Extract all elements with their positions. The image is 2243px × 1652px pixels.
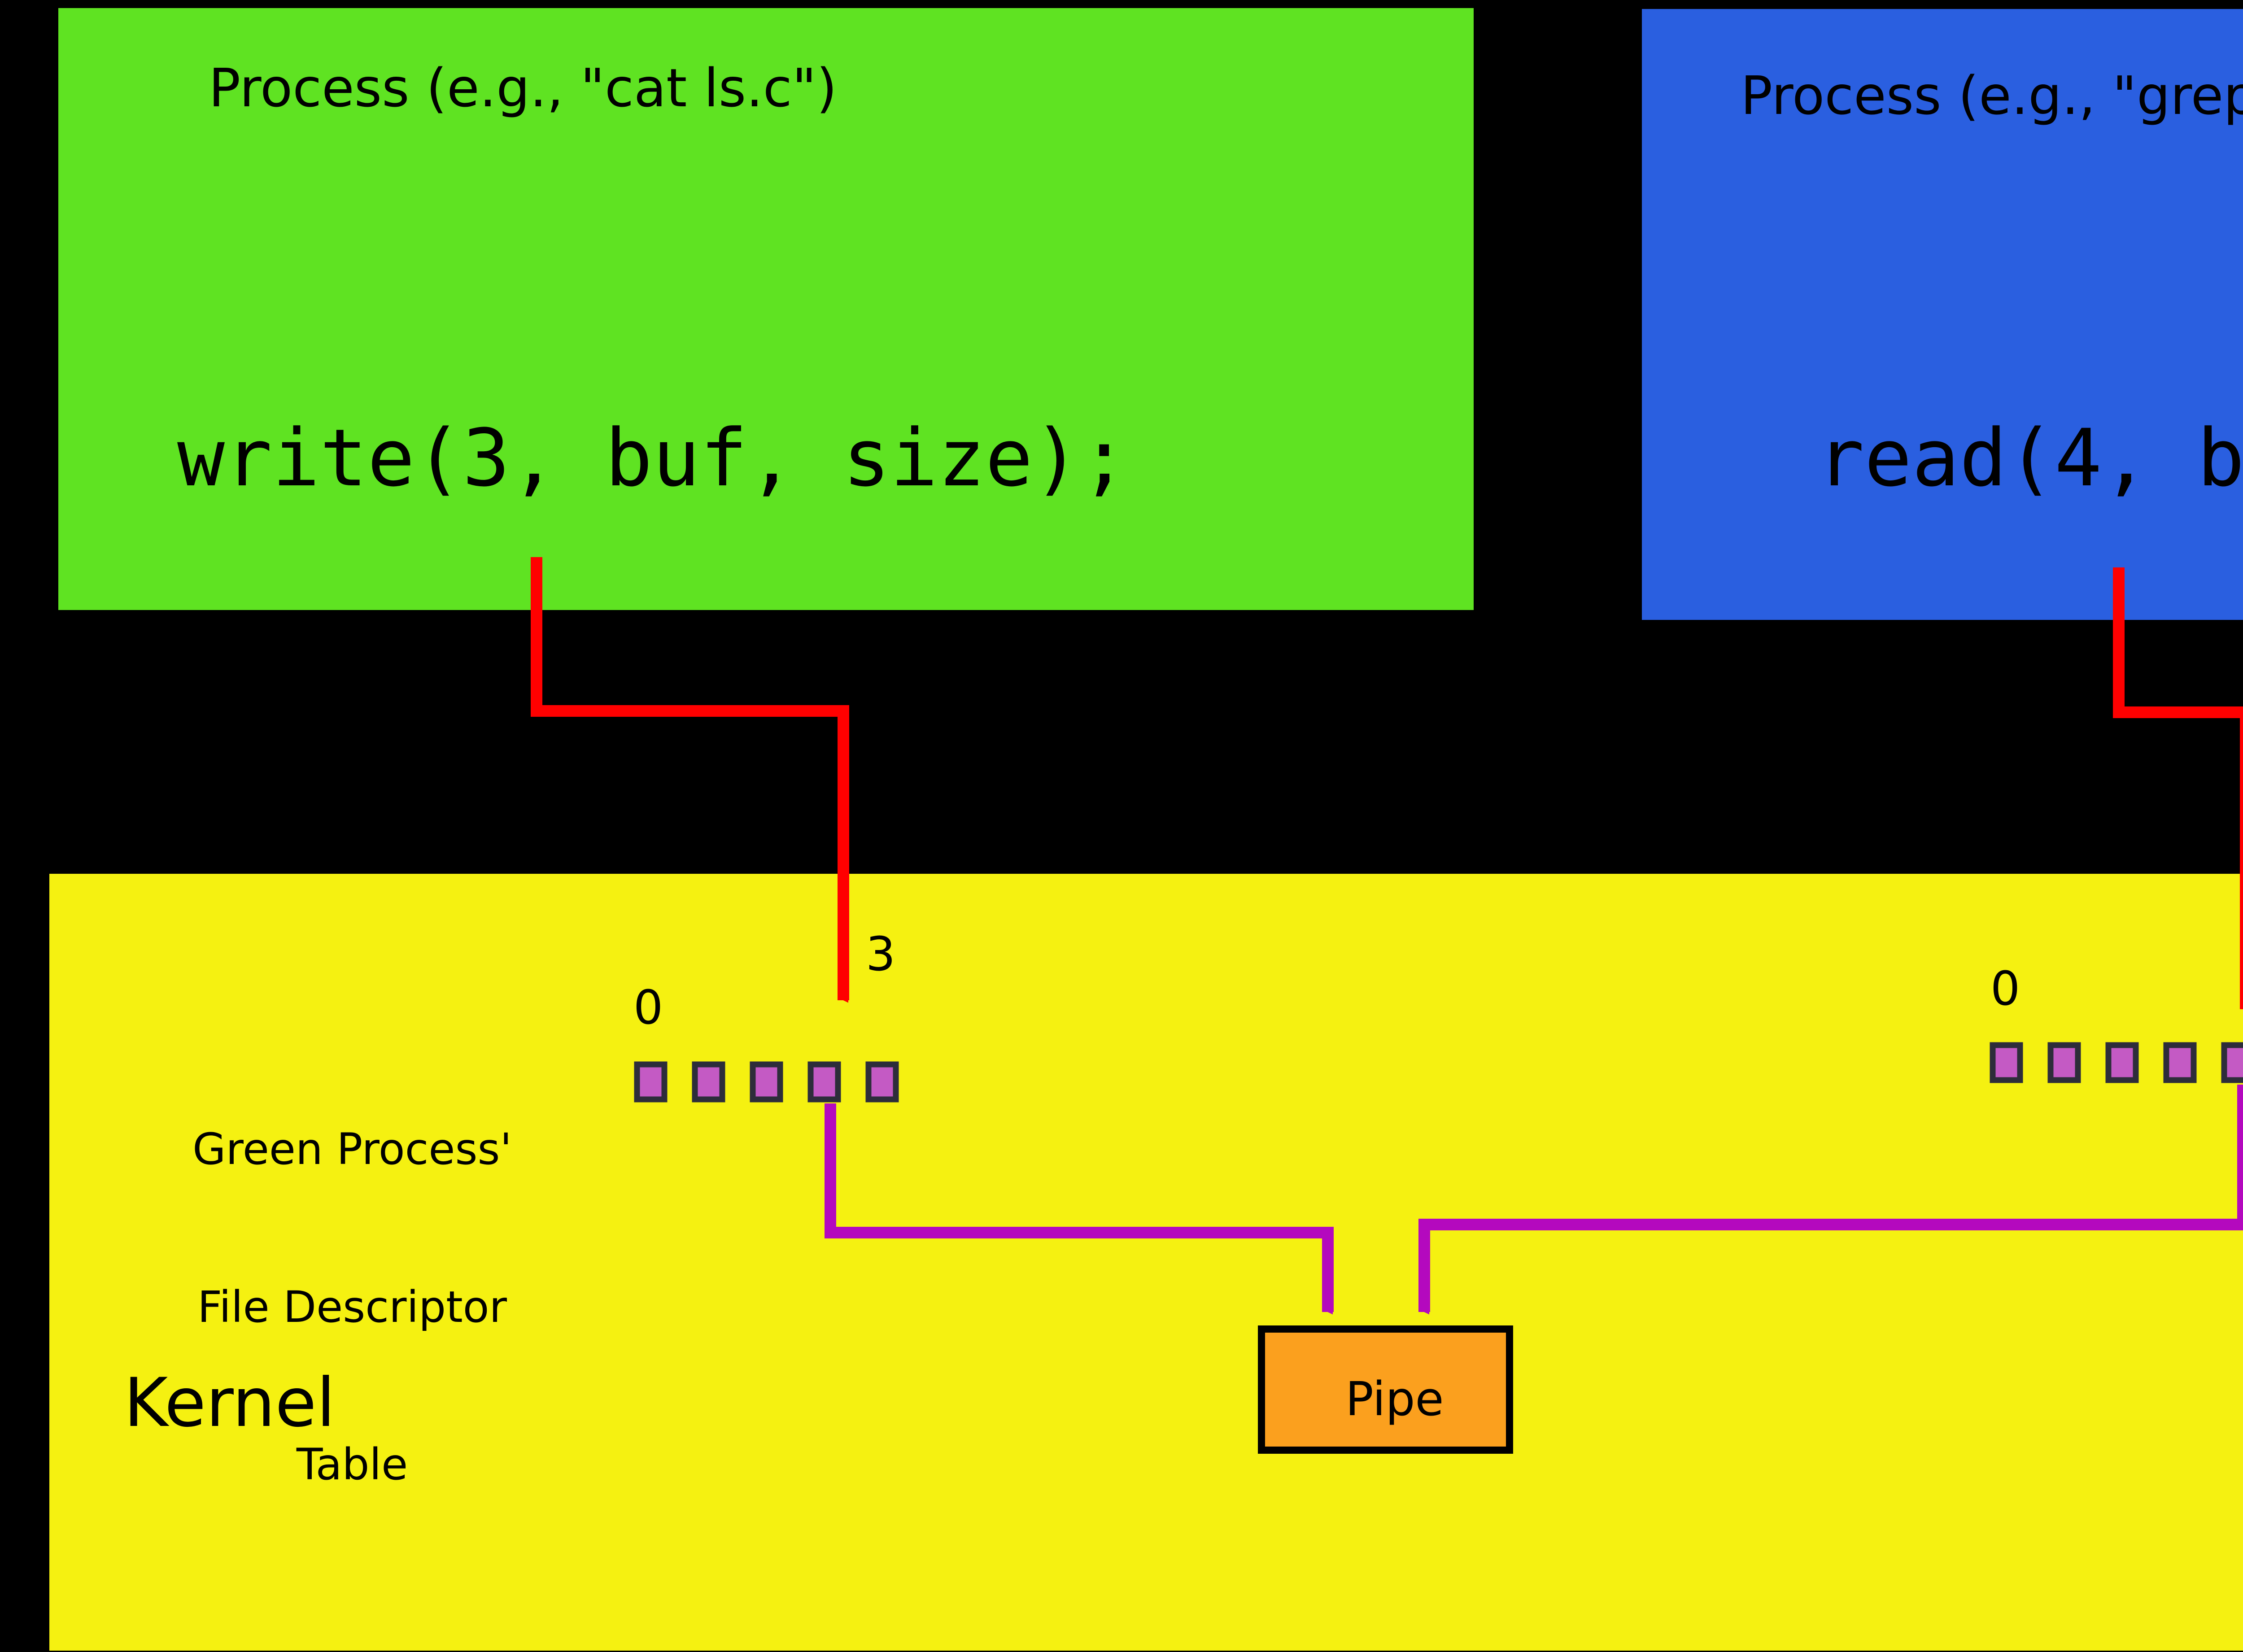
left-fd-cell-4[interactable]	[865, 1061, 899, 1103]
left-fd-cell-2[interactable]	[750, 1061, 783, 1103]
pipe-label-wrap: Pipe	[1261, 1367, 1510, 1431]
right-fd-cell-2[interactable]	[2105, 1042, 2139, 1083]
right-fd-cell-1[interactable]	[2047, 1042, 2081, 1083]
write-syscall-arrow	[531, 557, 849, 1003]
kernel-box	[49, 874, 2243, 1651]
blue-process-box	[1642, 9, 2243, 620]
left-fd-cell-0[interactable]	[634, 1061, 668, 1103]
blue-process-code: read(4, buf, size);	[1817, 412, 2243, 504]
left-fd-table	[634, 1061, 899, 1103]
right-fd-start-index-label: 0	[1990, 961, 2020, 1016]
right-fd-to-pipe-arrow	[1418, 1085, 2243, 1315]
right-fd-cell-0[interactable]	[1990, 1042, 2023, 1083]
left-fd-to-pipe-arrow	[825, 1103, 1334, 1315]
pipe-label: Pipe	[1345, 1371, 1444, 1426]
kernel-label: Kernel	[124, 1364, 336, 1442]
right-fd-table	[1990, 1042, 2243, 1083]
fd-table-caption-line-3: Table	[296, 1439, 408, 1490]
pipe-box[interactable]	[1258, 1325, 1513, 1454]
fd-table-caption-line-1: Green Process'	[192, 1124, 512, 1175]
fd-table-caption: Green Process' File Descriptor Table	[148, 1018, 556, 1596]
read-syscall-arrow	[2113, 567, 2243, 1009]
left-fd-highlight-index-label: 3	[866, 927, 896, 981]
left-fd-cell-3[interactable]	[807, 1061, 841, 1103]
fd-table-caption-line-2: File Descriptor	[197, 1281, 507, 1332]
right-fd-cell-4[interactable]	[2221, 1042, 2243, 1083]
green-process-title: Process (e.g., "cat ls.c")	[209, 57, 837, 119]
left-fd-start-index-label: 0	[633, 980, 663, 1035]
blue-process-title: Process (e.g., "grep main")	[1741, 65, 2243, 126]
right-fd-cell-3[interactable]	[2163, 1042, 2197, 1083]
green-process-box	[58, 8, 1474, 610]
green-process-code: write(3, buf, size);	[177, 412, 1128, 504]
left-fd-cell-1[interactable]	[692, 1061, 725, 1103]
